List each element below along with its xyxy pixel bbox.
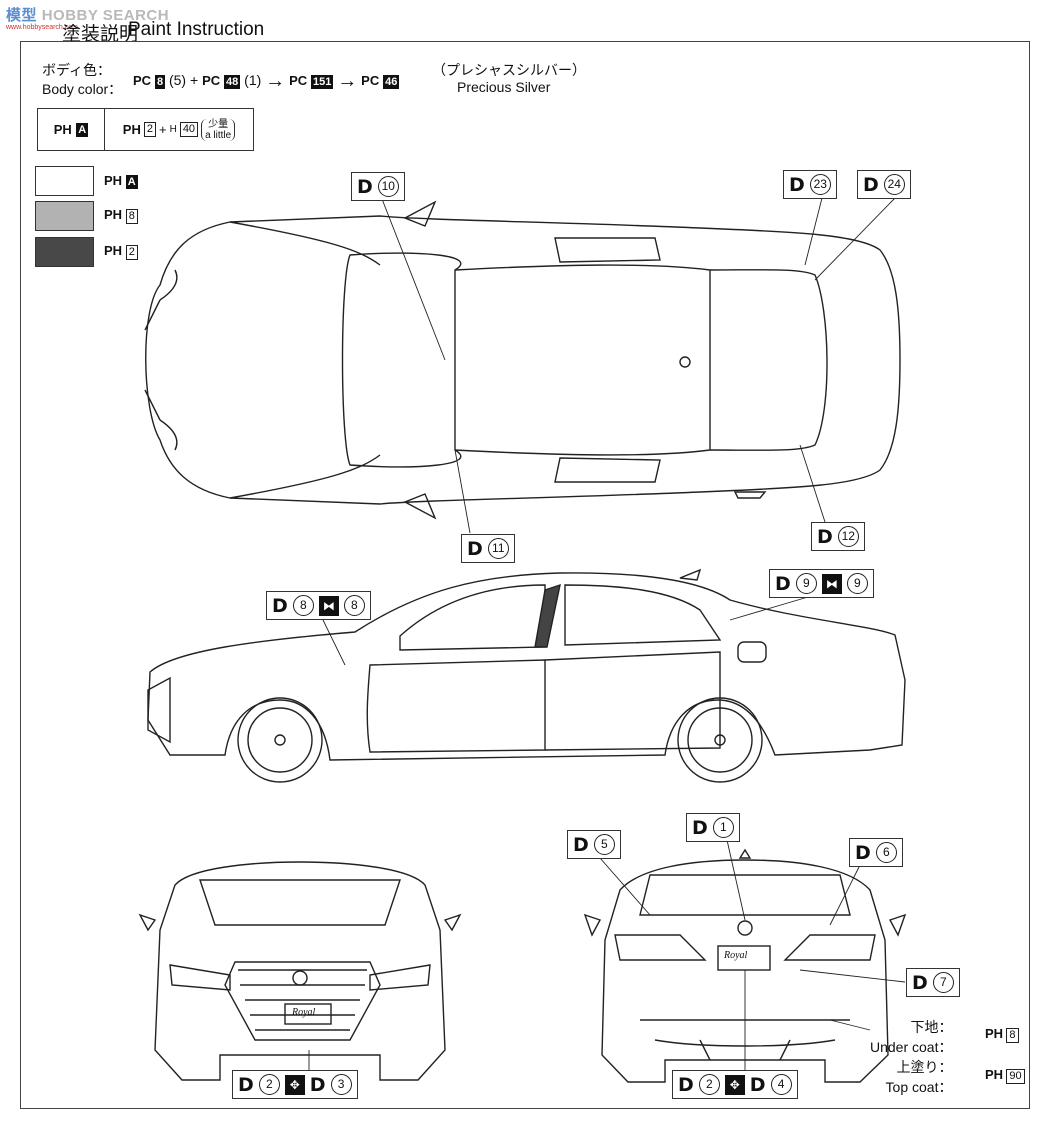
pair-icon: ⧓ [821,573,842,594]
swatch-ph-2 [35,237,94,267]
either-or-icon: ✥ [284,1074,305,1095]
rear-plate-text: Royal [724,950,748,961]
title-jp: 塗装説明 [62,24,139,45]
title-en: Paint Instruction [128,19,265,40]
paint-code: PC [361,73,380,88]
result-color-jp: （プレシャスシルバー） [432,62,586,78]
arrow-right-icon: → [265,70,286,92]
paint-code: PC [202,73,221,88]
watermark-brand-text: HOBBY SEARCH [41,7,170,24]
body-color-label-en: Body color： [42,81,123,97]
paint-qty: (5) [168,72,187,88]
either-or-icon: ✥ [724,1074,745,1095]
topcoat-jp: 上塗り： [896,1059,953,1075]
topcoat-en: Top coat： [885,1079,953,1095]
legend-label-ph-2: PH 2 [104,243,138,260]
car-top-view [144,200,901,520]
mix-table-left: PH A [38,109,105,150]
watermark-brand-chars: 模型 [6,7,38,24]
paint-code-box: 8 [154,75,166,89]
result-color-en: Precious Silver [457,79,551,95]
undercoat-jp: 下地： [910,1019,953,1035]
watermark-url: www.hobbysearch.com [6,24,78,31]
undercoat-code: PH 8 [985,1026,1019,1043]
instruction-frame [20,41,1030,1109]
pair-icon: ⧓ [318,595,339,616]
paint-code: PC [133,73,152,88]
body-color-label-jp: ボディ色： [42,62,112,78]
legend-label-ph-8: PH 8 [104,207,138,224]
paint-code: PC [289,73,308,88]
topcoat-code: PH 90 [985,1067,1025,1084]
car-front-view [138,861,462,1081]
undercoat-en: Under coat： [870,1039,953,1055]
legend-label-ph-a: PH A [104,173,138,189]
car-rear-view [583,848,907,1083]
paint-code-box: 48 [224,75,241,89]
plus-sign: + [189,72,199,88]
car-side-view [147,568,906,783]
coat-notes: 下地： Under coat： 上塗り： Top coat： [870,1017,952,1097]
body-color-formula: PC 8 (5) + PC 48 (1) → PC 151 → PC 46 [133,70,400,93]
front-plate-text: Royal [292,1007,316,1018]
body-color-label: ボディ色： Body color： [42,61,122,99]
arrow-right-icon: → [337,70,358,92]
watermark: 模型 HOBBY SEARCH [6,4,169,25]
paint-code-box: 46 [383,75,400,89]
leader-lines [308,197,906,1072]
paint-code-box: 151 [311,75,334,89]
swatch-ph-8 [35,201,94,231]
paint-qty: (1) [244,72,262,88]
swatch-ph-a [35,166,94,196]
